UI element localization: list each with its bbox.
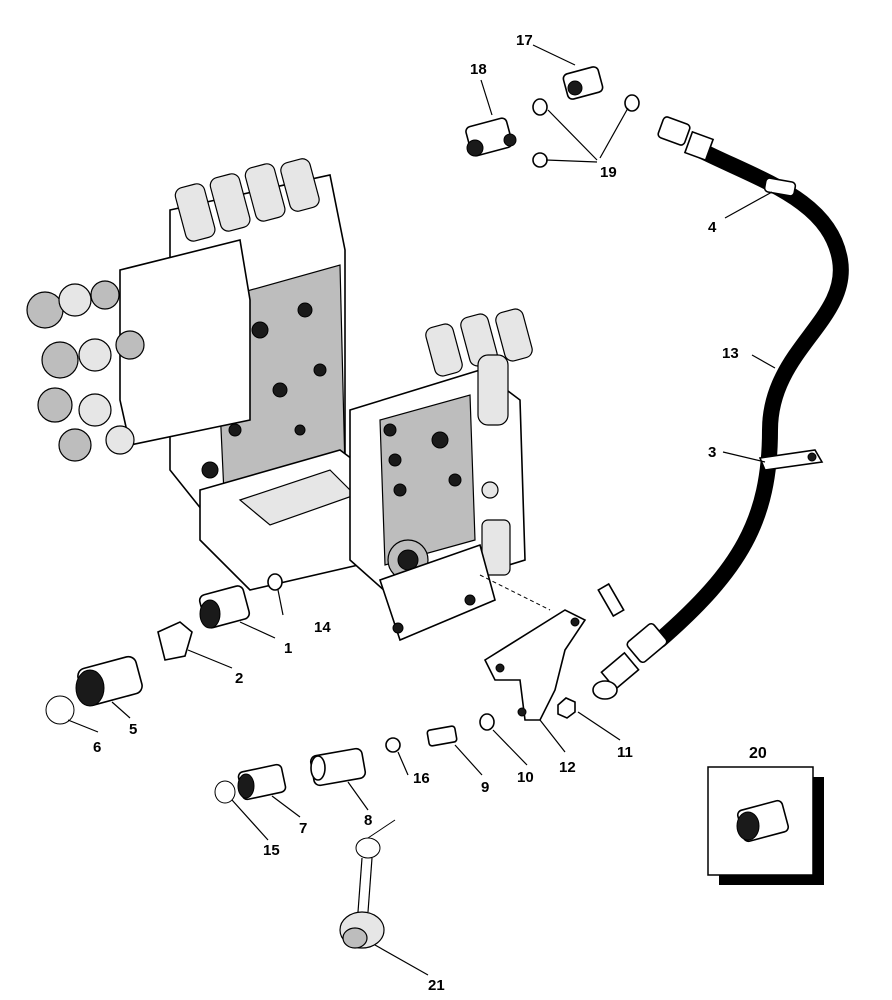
callout-9: 9: [481, 779, 489, 796]
callout-13: 13: [722, 345, 739, 362]
hose-assembly: [592, 116, 849, 700]
lower-parts: [45, 573, 625, 949]
callout-7: 7: [299, 820, 307, 837]
callout-5: 5: [129, 721, 137, 738]
callout-labels: 17 18 19 4 13 3 14 1 2 5 6 7 15 8 16 9 1…: [93, 32, 739, 994]
inset-label: 20: [749, 745, 767, 762]
callout-12: 12: [559, 759, 576, 776]
callout-3: 3: [708, 444, 716, 461]
callout-6: 6: [93, 739, 101, 756]
callout-19: 19: [600, 164, 617, 181]
callout-10: 10: [517, 769, 534, 786]
callout-17: 17: [516, 32, 533, 49]
right-valve-bank: [349, 308, 551, 642]
inset-20: 20: [707, 745, 824, 885]
callout-8: 8: [364, 812, 372, 829]
callout-4: 4: [708, 219, 717, 236]
left-valve-bank: [26, 158, 381, 591]
callout-15: 15: [263, 842, 280, 859]
top-fittings: [465, 66, 640, 168]
callout-2: 2: [235, 670, 243, 687]
callout-11: 11: [617, 744, 633, 761]
callout-16: 16: [413, 770, 430, 787]
leader-lines: [67, 44, 776, 976]
callout-21: 21: [428, 977, 445, 994]
callout-1: 1: [284, 640, 292, 657]
callout-14: 14: [314, 619, 331, 636]
callout-18: 18: [470, 61, 487, 78]
